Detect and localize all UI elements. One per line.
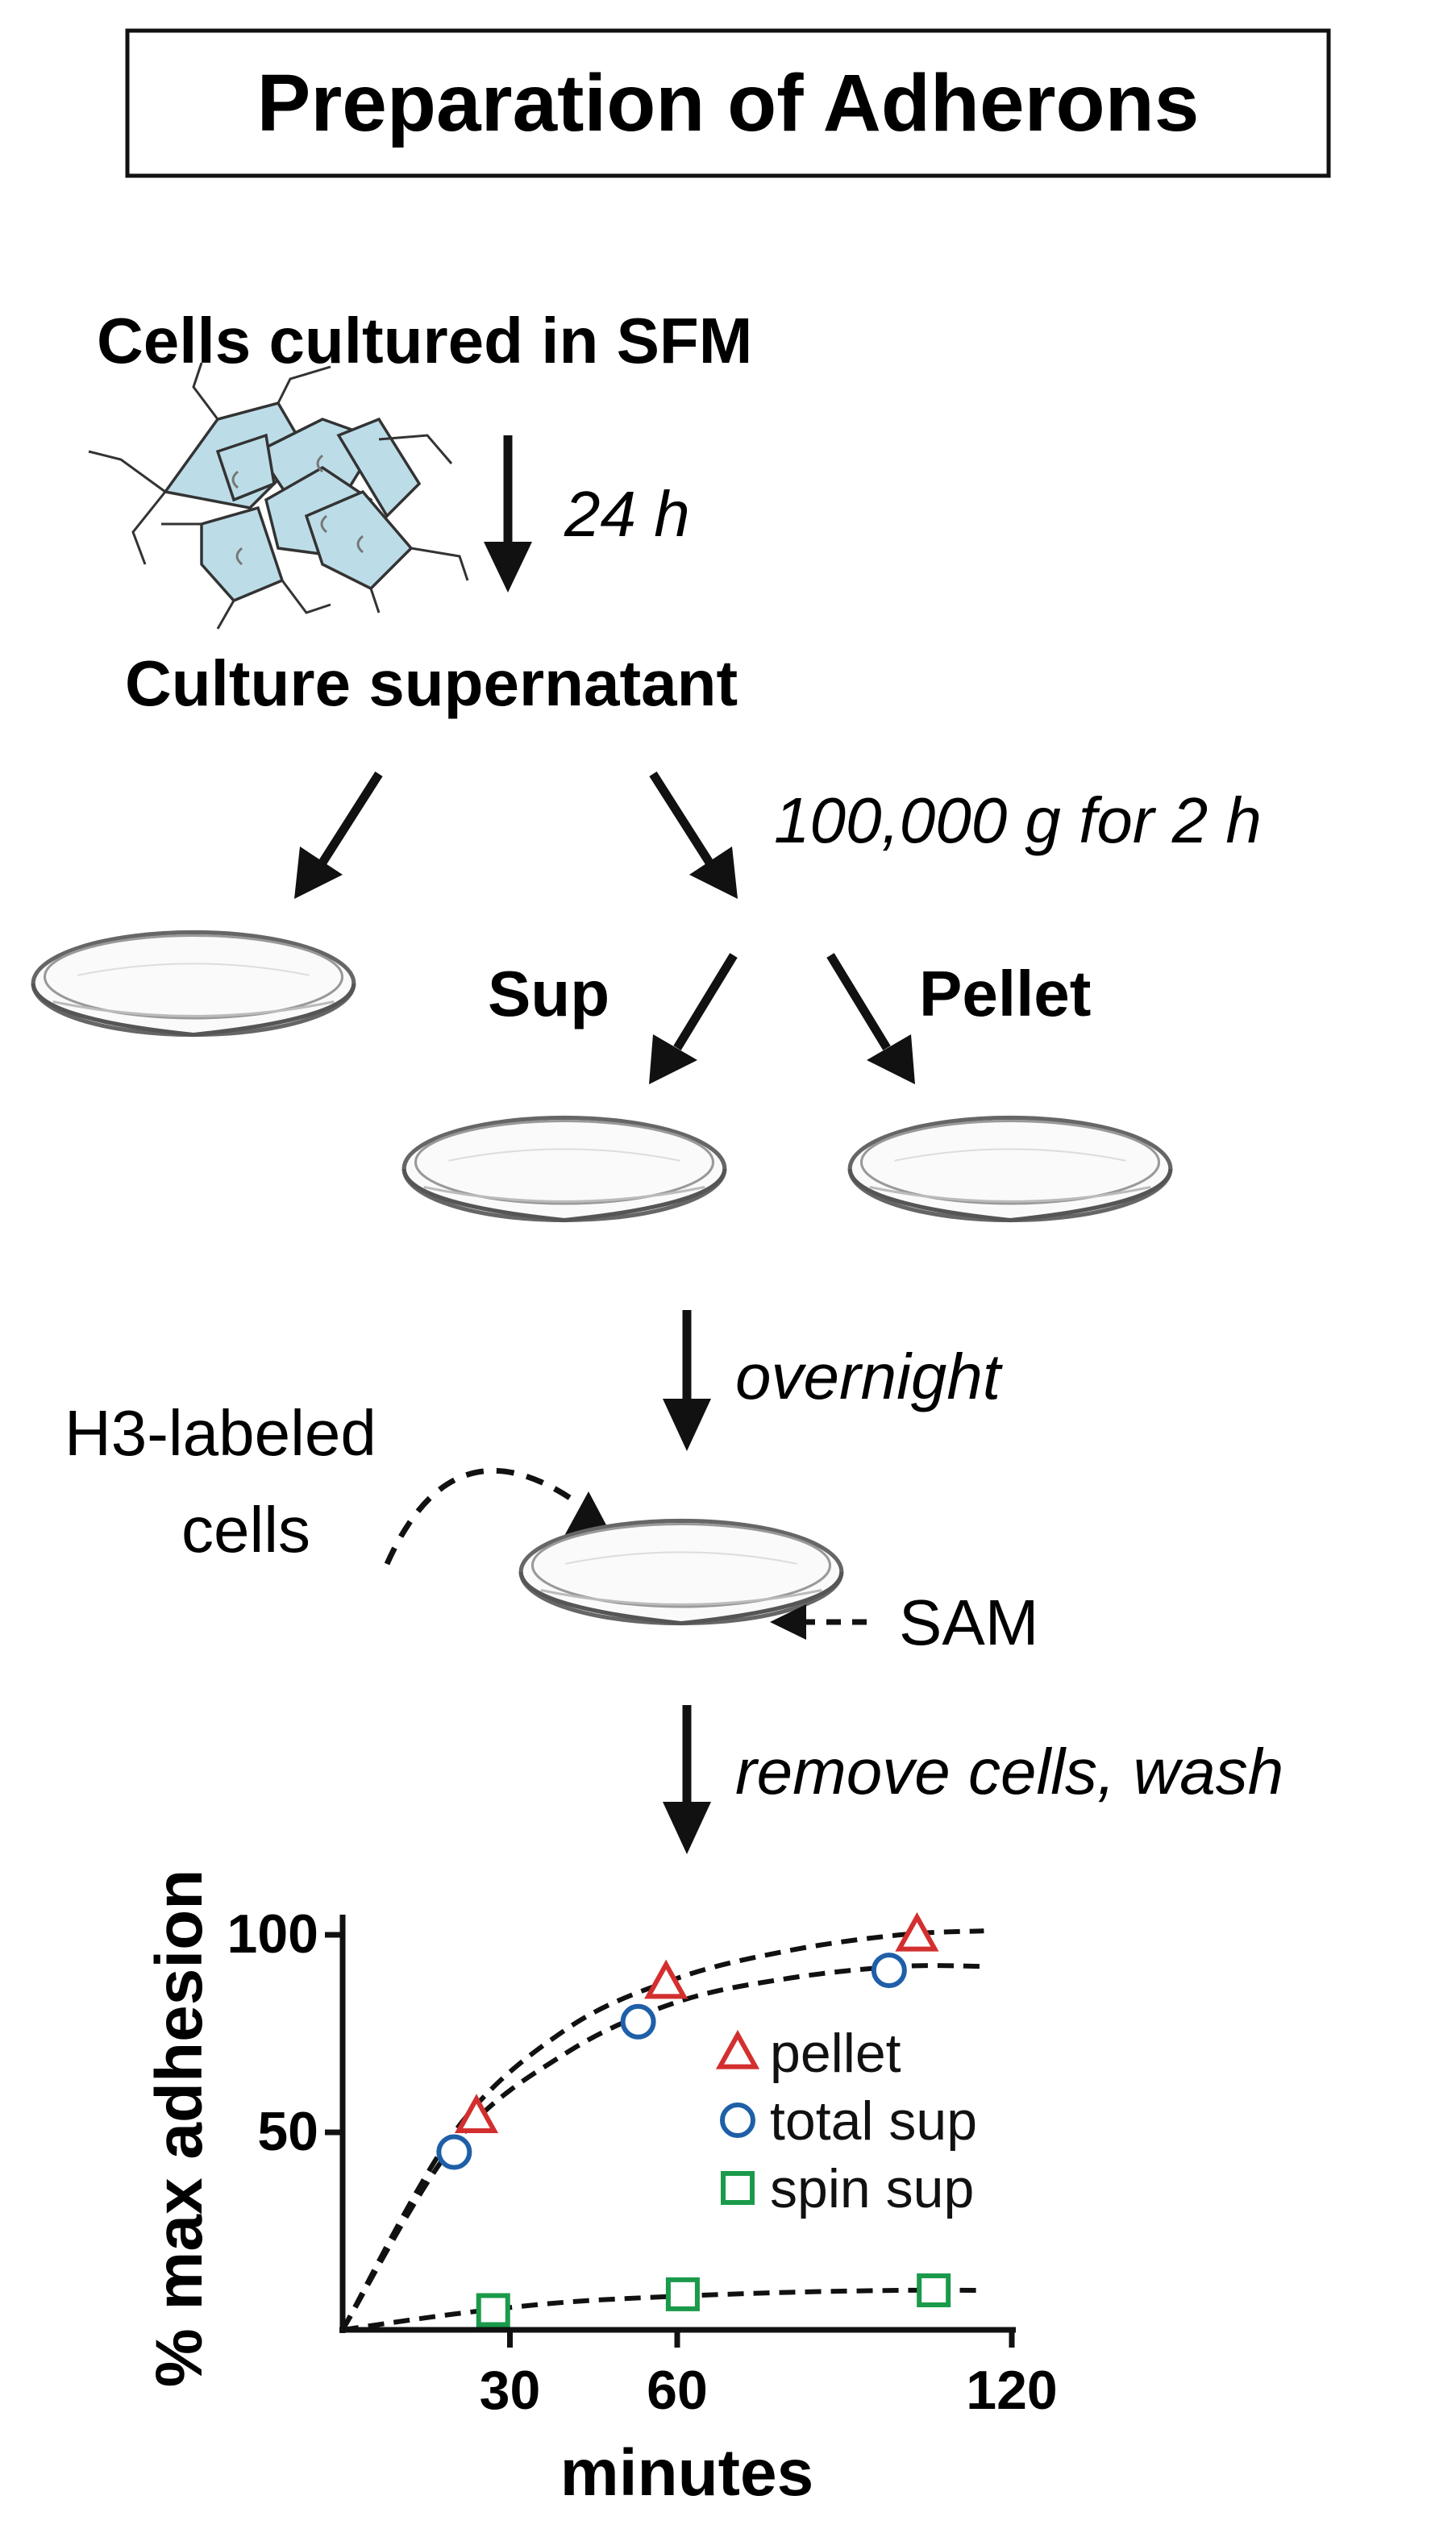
point-total-sup bbox=[871, 1953, 907, 1989]
arrow-sam-to-dish bbox=[770, 1604, 867, 1640]
legend-label-spin-sup: spin sup bbox=[770, 2158, 974, 2219]
point-pellet bbox=[454, 2094, 499, 2133]
pellet-label: Pellet bbox=[919, 958, 1091, 1029]
legend-marker-pellet bbox=[715, 2029, 760, 2069]
title-box bbox=[125, 28, 1331, 178]
legend-marker-total-sup bbox=[720, 2103, 755, 2138]
arrow-24h bbox=[484, 435, 532, 593]
x-axis-label: minutes bbox=[560, 2436, 813, 2510]
remove-wash-label: remove cells, wash bbox=[735, 1736, 1283, 1807]
fit-curve-pellet bbox=[340, 1928, 984, 2331]
legend-label-total-sup: total sup bbox=[770, 2090, 977, 2152]
y-tick-label: 50 bbox=[257, 2101, 318, 2162]
arrow-overnight bbox=[663, 1310, 711, 1451]
sup-label: Sup bbox=[488, 958, 609, 1029]
culture-supernatant-label: Culture supernatant bbox=[125, 647, 738, 719]
sam-label: SAM bbox=[899, 1587, 1038, 1658]
time-24h-label: 24 h bbox=[564, 478, 690, 550]
h3-cells-label-line2: cells bbox=[181, 1494, 310, 1566]
point-pellet bbox=[644, 1959, 688, 1999]
y-axis-ticks: 50 100 bbox=[227, 1903, 343, 2162]
petri-dish-pellet bbox=[850, 1117, 1171, 1220]
point-total-sup bbox=[620, 2003, 656, 2040]
legend-label-pellet: pellet bbox=[770, 2023, 901, 2084]
arrow-to-spin bbox=[649, 772, 738, 899]
arrow-to-unspun-dish bbox=[294, 772, 383, 899]
point-pellet bbox=[895, 1911, 939, 1952]
arrow-to-pellet-dish bbox=[826, 953, 915, 1084]
point-total-sup bbox=[436, 2134, 472, 2170]
legend-marker-spin-sup bbox=[721, 2171, 755, 2205]
cells-illustration bbox=[88, 362, 469, 630]
point-spin-sup bbox=[917, 2273, 951, 2307]
petri-dish-assay bbox=[521, 1520, 842, 1623]
y-tick-label: 100 bbox=[227, 1903, 318, 1965]
spin-condition-label: 100,000 g for 2 h bbox=[774, 784, 1262, 856]
petri-dish-total bbox=[33, 932, 354, 1034]
data-markers bbox=[436, 1911, 951, 2327]
y-axis-label: % max adhesion bbox=[143, 1870, 216, 2388]
h3-cells-label-line1: H3-labeled bbox=[64, 1397, 376, 1469]
fit-curve-spin-sup bbox=[342, 2287, 984, 2332]
page-title: Preparation of Adherons bbox=[257, 58, 1200, 148]
overnight-label: overnight bbox=[735, 1341, 1003, 1412]
adhesion-chart: 50 100 30 60 120 minutes % max adhesion pel… bbox=[143, 1870, 1058, 2510]
point-spin-sup bbox=[665, 2277, 700, 2311]
x-tick-label: 120 bbox=[966, 2360, 1057, 2421]
x-tick-label: 30 bbox=[480, 2360, 541, 2421]
cells-cultured-label: Cells cultured in SFM bbox=[97, 305, 752, 376]
x-axis-ticks: 30 60 120 bbox=[480, 2330, 1058, 2421]
x-tick-label: 60 bbox=[647, 2360, 708, 2421]
arrow-remove-wash bbox=[663, 1705, 711, 1854]
point-spin-sup bbox=[476, 2293, 510, 2327]
petri-dish-sup bbox=[404, 1117, 725, 1220]
arrow-to-sup-dish bbox=[649, 953, 738, 1084]
